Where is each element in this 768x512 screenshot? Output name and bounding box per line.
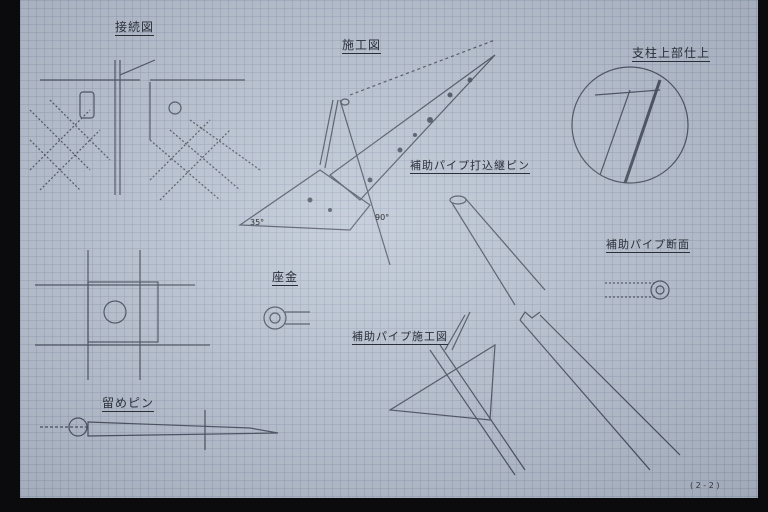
label-pipe-construction: 補助パイプ施工図 — [352, 330, 448, 345]
label-pipe-pin: 補助パイプ打込継ピン — [410, 159, 530, 174]
label-retaining-pin: 留めピン — [102, 396, 155, 412]
graph-paper-sheet: 接続図 施工図 支柱上部仕上 補助パイプ打込継ピン 補助パイプ断面 座金 補助パ… — [20, 0, 758, 498]
post-top-detail — [571, 66, 689, 184]
label-construction-drawing: 施工図 — [342, 38, 382, 54]
retaining-pin — [40, 410, 279, 450]
page-number: ( 2 - 2 ) — [690, 481, 720, 490]
label-washer: 座金 — [272, 270, 299, 286]
auxiliary-pipe-section — [605, 280, 670, 300]
connection-diagram — [29, 59, 261, 201]
base-plate — [35, 250, 210, 380]
label-connection-diagram: 接続図 — [115, 20, 155, 36]
label-pipe-section: 補助パイプ断面 — [606, 238, 690, 253]
angle-35: 35° — [250, 218, 265, 227]
construction-drawing — [238, 39, 496, 266]
label-post-top: 支柱上部仕上 — [632, 46, 711, 62]
washer-drawing — [263, 306, 310, 330]
angle-90: 90° — [375, 213, 390, 222]
